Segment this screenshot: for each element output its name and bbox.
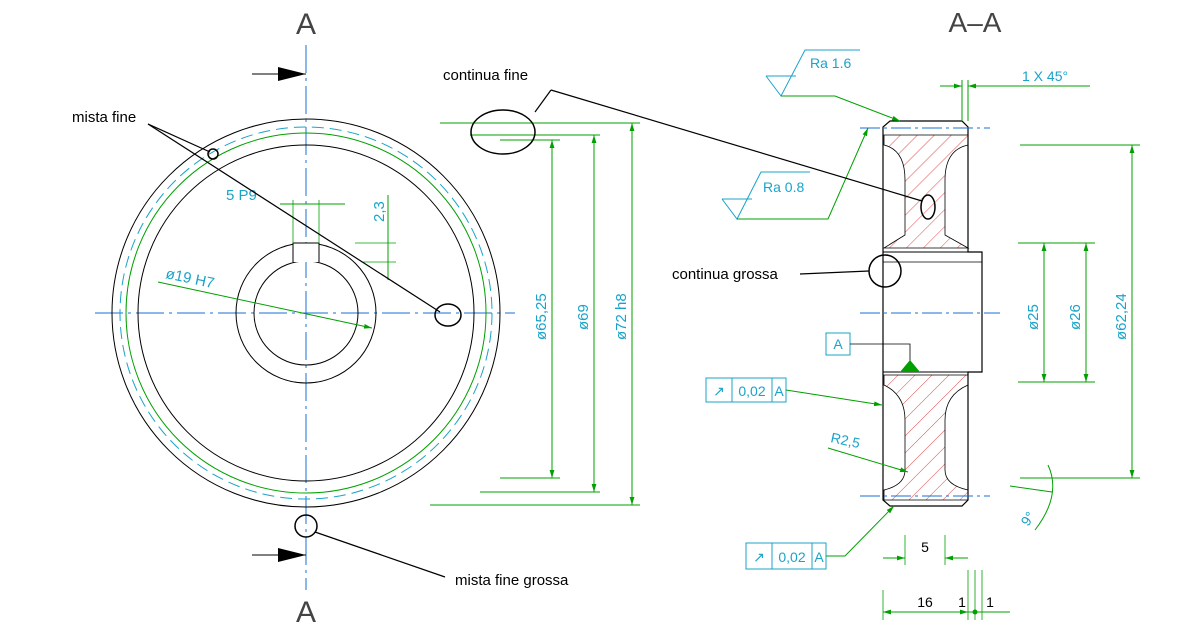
keyway-width-label: 5 P9 xyxy=(226,187,257,204)
dim-1a-label: 1 xyxy=(958,594,966,610)
runout-2-leader xyxy=(826,505,895,557)
continua-grossa-label: continua grossa xyxy=(672,266,779,283)
d3-label: ø72 h8 xyxy=(613,293,630,340)
continua-fine-target xyxy=(920,194,936,220)
roughness-mid-label: Ra 0.8 xyxy=(763,179,804,195)
runout-frame-1: ↗ 0,02 A xyxy=(705,377,787,403)
section-view: A–A ø25 ø26 ø62,24 1 X 45° Ra 1. xyxy=(705,7,1140,620)
dim-1b-label: 1 xyxy=(986,594,994,610)
roughness-symbol-top xyxy=(765,49,860,97)
datum-leader xyxy=(850,343,911,362)
keyway xyxy=(292,242,320,262)
tip-circle xyxy=(125,132,487,494)
continua-fine-leader-2 xyxy=(550,89,923,202)
continua-grossa-circle xyxy=(868,254,902,288)
continua-fine-circle xyxy=(470,109,536,155)
runout-1-datum: A xyxy=(774,383,784,399)
d2-label: ø69 xyxy=(575,304,592,330)
groove-width-label: 5 xyxy=(921,539,929,555)
mista-fine-grossa-label: mista fine grossa xyxy=(455,572,569,589)
front-view: 5 P9 2,3 ø19 H7 A A xyxy=(95,8,515,629)
chamfer-label: 1 X 45° xyxy=(1022,68,1068,84)
roughness-mid-leader xyxy=(737,127,869,220)
runout-2-symbol: ↗ xyxy=(753,549,765,565)
section-view-title: A–A xyxy=(949,7,1002,38)
continua-fine-leader-1 xyxy=(534,89,552,113)
line-type-annotations: continua fine mista fine continua grossa… xyxy=(72,67,936,589)
outer-circle xyxy=(111,118,501,508)
section-arrow-top xyxy=(278,67,306,81)
continua-fine-label: continua fine xyxy=(443,67,528,84)
runout-2-datum: A xyxy=(814,549,824,565)
section-label-bottom: A xyxy=(296,596,316,629)
bore-label: ø19 H7 xyxy=(164,265,216,292)
mista-fine-target xyxy=(434,303,462,327)
continua-grossa-leader xyxy=(799,270,870,275)
runout-frame-2: ↗ 0,02 A xyxy=(745,542,827,570)
section-label-top: A xyxy=(296,8,316,41)
width-dot xyxy=(972,609,978,615)
keyway-depth-label: 2,3 xyxy=(371,201,388,222)
angle-label: 9° xyxy=(1017,509,1038,529)
total-width-label: 16 xyxy=(917,594,933,610)
radius-label: R2,5 xyxy=(829,429,861,451)
mista-fine-grossa-circle xyxy=(294,514,318,538)
hatch-lower xyxy=(883,374,969,501)
roughness-top-label: Ra 1.6 xyxy=(810,55,851,71)
datum-label: A xyxy=(833,336,843,352)
radius-leader xyxy=(827,447,909,473)
runout-1-value: 0,02 xyxy=(738,383,765,399)
hatch-upper xyxy=(882,134,970,249)
roughness-symbol-mid xyxy=(721,171,810,220)
runout-2-value: 0,02 xyxy=(778,549,805,565)
mista-fine-grossa-leader xyxy=(314,531,446,578)
pitch-label: ø62,24 xyxy=(1113,293,1130,340)
datum-triangle xyxy=(900,360,920,372)
bore-dim-line xyxy=(157,281,373,329)
mista-fine-leader-1 xyxy=(147,123,211,153)
runout-1-symbol: ↗ xyxy=(713,383,725,399)
d1-label: ø65,25 xyxy=(533,293,550,340)
hub-inner-label: ø25 xyxy=(1025,304,1042,330)
mista-fine-target-small xyxy=(207,148,219,160)
root-circle xyxy=(137,144,475,482)
mista-fine-leader-2 xyxy=(147,123,441,313)
angle-ext xyxy=(1009,485,1053,493)
angle-arc xyxy=(1034,464,1054,531)
runout-1-leader xyxy=(785,389,883,407)
section-arrow-bottom xyxy=(278,548,306,562)
pitch-circle-outer xyxy=(119,126,493,500)
hub-outer-label: ø26 xyxy=(1067,304,1084,330)
roughness-top-leader xyxy=(781,95,901,122)
mista-fine-label: mista fine xyxy=(72,109,136,126)
